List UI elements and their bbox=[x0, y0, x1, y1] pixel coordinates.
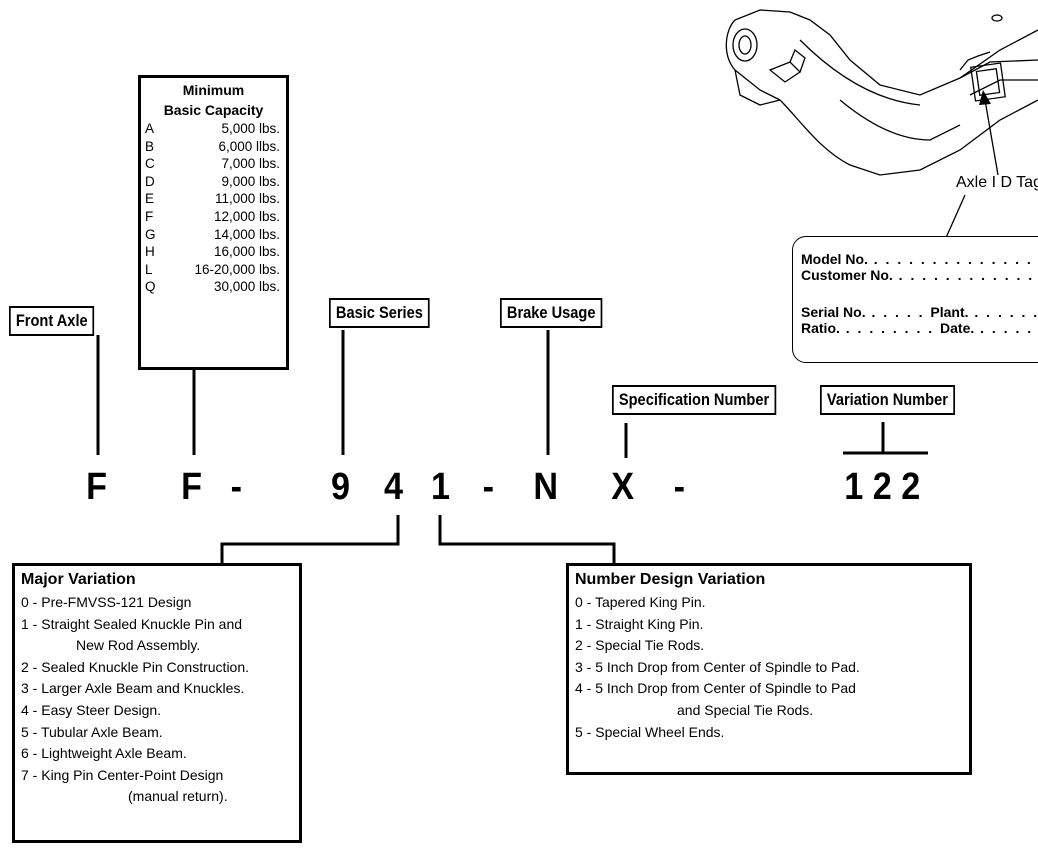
capacity-letter: A bbox=[145, 121, 155, 136]
capacity-table: Minimum Basic Capacity A 5,000 lbs. B 6,00… bbox=[138, 75, 289, 370]
capacity-row: C 7,000 lbs. bbox=[141, 155, 286, 173]
capacity-letter: H bbox=[145, 244, 155, 260]
number-design-variation-title: Number Design Variation bbox=[575, 571, 766, 588]
tag-model-no-label: Model No. bbox=[801, 251, 868, 267]
capacity-value: 16-20,000 lbs. bbox=[194, 261, 280, 277]
capacity-value: 14,000 lbs. bbox=[213, 226, 280, 242]
major-variation-item: 6 - Lightweight Axle Beam. bbox=[21, 745, 187, 762]
major-variation-item: 7 - King Pin Center-Point Design bbox=[21, 766, 224, 783]
axle-id-tag-plate: Model No. . . . . . . . . . . . . . . . … bbox=[792, 236, 1038, 363]
major-variation-item: 0 - Pre-FMVSS-121 Design bbox=[21, 594, 192, 610]
code-char-specification: X bbox=[611, 466, 635, 508]
front-axle-label: Front Axle bbox=[9, 306, 95, 336]
tag-customer-no: Customer No. . . . . . . . . . . . . bbox=[801, 267, 1035, 283]
code-dash: - bbox=[673, 466, 686, 508]
code-char-series-3: 1 bbox=[431, 466, 451, 508]
tag-model-no: Model No. . . . . . . . . . . . . . . . bbox=[801, 251, 1038, 267]
major-variation-connector bbox=[220, 515, 400, 563]
number-design-connector bbox=[438, 515, 616, 563]
capacity-value: 30,000 lbs. bbox=[213, 279, 280, 295]
number-design-item: 3 - 5 Inch Drop from Center of Spindle t… bbox=[575, 658, 860, 675]
tag-ratio-label: Ratio. bbox=[801, 320, 840, 336]
capacity-value: 6,000 llbs. bbox=[218, 138, 280, 154]
code-dash: - bbox=[482, 466, 495, 508]
capacity-row: G 14,000 lbs. bbox=[141, 226, 286, 244]
id-tag-pointer-line bbox=[944, 194, 966, 241]
code-char-series-1: 9 bbox=[331, 466, 351, 508]
specification-number-label: Specification Number bbox=[612, 385, 777, 415]
major-variation-item: New Rod Assembly. bbox=[76, 637, 201, 654]
axle-illustration bbox=[725, 9, 1038, 176]
capacity-value: 9,000 lbs. bbox=[221, 173, 280, 189]
number-design-item: 0 - Tapered King Pin. bbox=[575, 594, 706, 610]
capacity-row: E 11,000 lbs. bbox=[141, 190, 286, 208]
major-variation-item: 1 - Straight Sealed Knuckle Pin and bbox=[21, 615, 243, 632]
tag-serial-plant: Serial No. . . . . . Plant. . . . . . . … bbox=[801, 304, 1038, 320]
number-design-variation-box: Number Design Variation 0 - Tapered King… bbox=[566, 563, 972, 775]
code-char-variation: 1 2 2 bbox=[844, 466, 921, 508]
capacity-letter: C bbox=[145, 156, 155, 172]
capacity-row: H 16,000 lbs. bbox=[141, 243, 286, 261]
tag-customer-no-label: Customer No. bbox=[801, 267, 893, 283]
tag-ratio-date: Ratio. . . . . . . . . Date. . . . . . .… bbox=[801, 320, 1038, 336]
tag-plant-label: Plant. bbox=[930, 304, 969, 320]
number-design-item: 2 - Special Tie Rods. bbox=[575, 637, 705, 654]
capacity-letter: E bbox=[145, 191, 155, 207]
number-design-item: and Special Tie Rods. bbox=[677, 701, 814, 718]
capacity-letter: L bbox=[145, 261, 153, 277]
major-variation-title: Major Variation bbox=[21, 571, 136, 588]
capacity-letter: Q bbox=[145, 279, 156, 295]
capacity-letter: G bbox=[145, 226, 156, 242]
capacity-row: F 12,000 lbs. bbox=[141, 208, 286, 226]
code-char-brake: N bbox=[533, 466, 559, 508]
capacity-title: Minimum Basic Capacity bbox=[141, 80, 286, 120]
capacity-value: 5,000 lbs. bbox=[221, 121, 280, 136]
capacity-row: Q 30,000 lbs. bbox=[141, 278, 286, 296]
id-tag-arrow-line bbox=[984, 99, 999, 176]
basic-series-label: Basic Series bbox=[329, 298, 430, 328]
number-design-item: 5 - Special Wheel Ends. bbox=[575, 723, 725, 740]
major-variation-box: Major Variation 0 - Pre-FMVSS-121 Design… bbox=[12, 563, 302, 843]
code-char-capacity: F bbox=[181, 466, 203, 508]
number-design-item: 1 - Straight King Pin. bbox=[575, 615, 704, 632]
capacity-letter: D bbox=[145, 173, 155, 189]
capacity-title-line2: Basic Capacity bbox=[163, 102, 264, 118]
capacity-letter: B bbox=[145, 138, 155, 154]
id-tag-arrowhead bbox=[979, 90, 991, 105]
capacity-row: B 6,000 llbs. bbox=[141, 138, 286, 156]
number-design-item: 4 - 5 Inch Drop from Center of Spindle t… bbox=[575, 680, 856, 697]
major-variation-item: 4 - Easy Steer Design. bbox=[21, 701, 162, 718]
capacity-title-line1: Minimum bbox=[182, 82, 245, 98]
tag-date-label: Date. bbox=[940, 320, 975, 336]
major-variation-item: (manual return). bbox=[128, 788, 228, 805]
variation-number-label: Variation Number bbox=[820, 385, 955, 415]
major-variation-item: 5 - Tubular Axle Beam. bbox=[21, 723, 163, 740]
capacity-letter: F bbox=[145, 208, 154, 224]
tag-serial-no-label: Serial No. bbox=[801, 304, 866, 320]
capacity-value: 16,000 lbs. bbox=[213, 244, 280, 260]
capacity-row: L 16-20,000 lbs. bbox=[141, 261, 286, 279]
code-dash: - bbox=[230, 466, 243, 508]
capacity-row: A 5,000 lbs. bbox=[141, 120, 286, 138]
capacity-value: 11,000 lbs. bbox=[214, 191, 280, 207]
capacity-row: D 9,000 lbs. bbox=[141, 173, 286, 191]
axle-id-tag-label: Axle I D Tag bbox=[956, 174, 1038, 191]
brake-usage-label: Brake Usage bbox=[500, 298, 603, 328]
capacity-value: 7,000 lbs. bbox=[221, 156, 280, 172]
major-variation-item: 2 - Sealed Knuckle Pin Construction. bbox=[21, 658, 250, 675]
code-char-series-2: 4 bbox=[384, 466, 404, 508]
major-variation-item: 3 - Larger Axle Beam and Knuckles. bbox=[21, 680, 245, 697]
code-char-front-axle: F bbox=[86, 466, 108, 508]
capacity-value: 12,000 lbs. bbox=[213, 208, 280, 224]
